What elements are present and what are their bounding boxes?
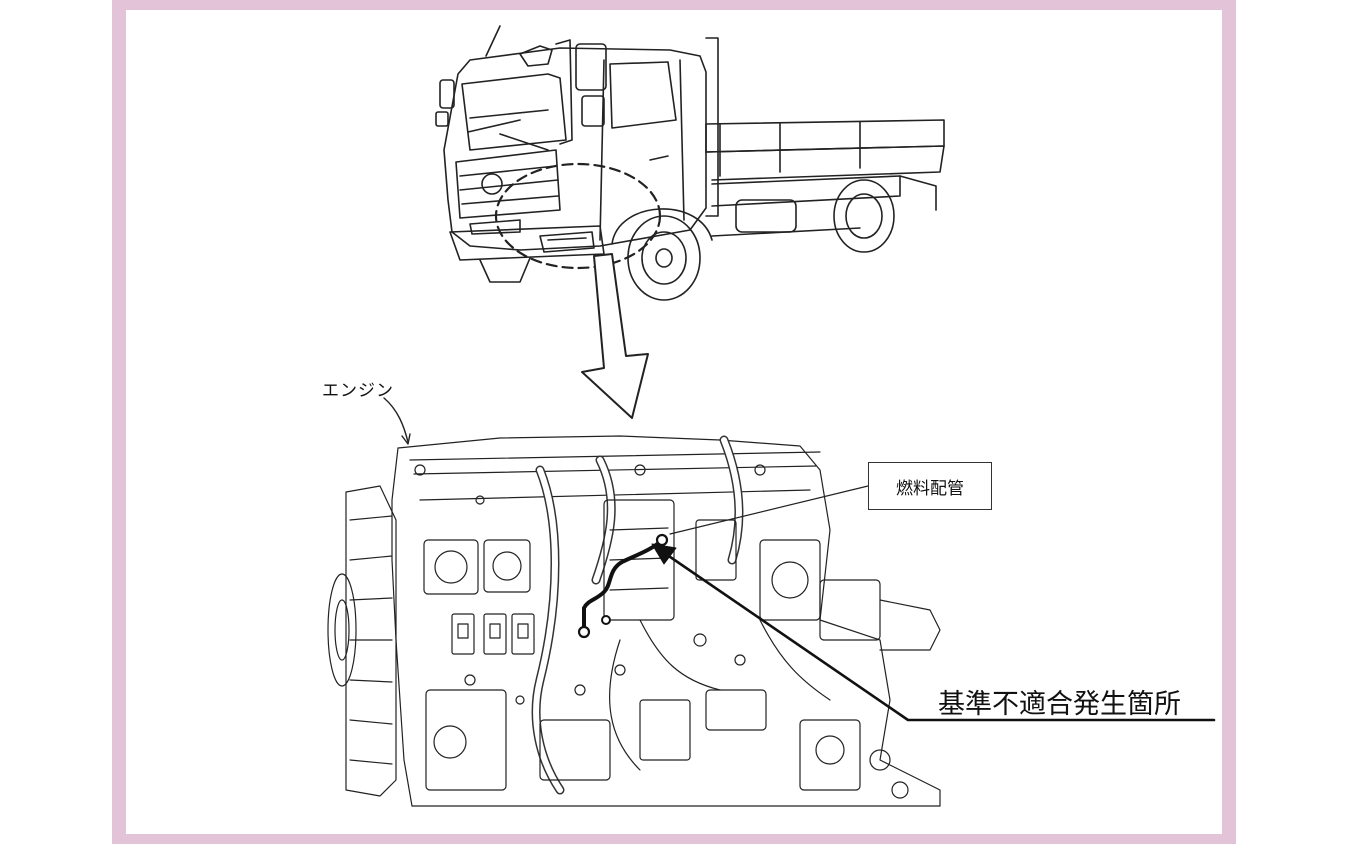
fuel-pipe-label: 燃料配管: [896, 478, 964, 499]
engine-label: エンジン: [322, 381, 394, 401]
fuel-pipe-leader: [669, 485, 869, 535]
defect-location-label: 基準不適合発生箇所: [938, 689, 1181, 720]
diagram-sheet: [126, 10, 1222, 834]
truck-illustration: [435, 25, 945, 301]
engine-pointer: [383, 397, 409, 443]
down-arrow-icon: [581, 253, 649, 419]
defect-leader: [658, 548, 1216, 722]
fuel-pipe-highlight: [582, 538, 664, 632]
engine-illustration: [327, 435, 941, 807]
fuel-pipe-callout: 燃料配管: [868, 462, 992, 510]
